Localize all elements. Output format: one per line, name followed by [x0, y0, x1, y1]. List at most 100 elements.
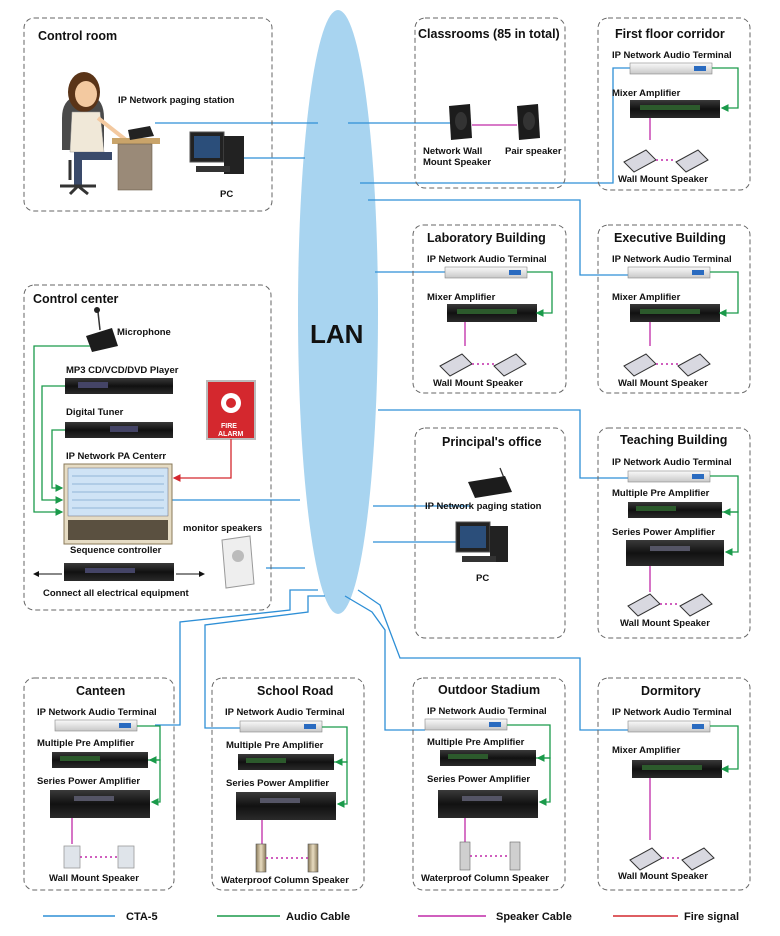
laboratory-terminal-icon: [444, 266, 528, 279]
control-room-title: Control room: [38, 29, 117, 43]
zone-outdoor: [412, 677, 566, 891]
legend: CTA-5 Audio Cable Speaker Cable Fire sig…: [43, 911, 739, 923]
executive-mixer-icon: [630, 304, 720, 322]
executive-terminal-label: IP Network Audio Terminal: [612, 254, 732, 265]
canteen-poweramp-icon: [50, 790, 150, 818]
laboratory-title: Laboratory Building: [427, 231, 546, 245]
classrooms-title: Classrooms (85 in total): [418, 27, 560, 41]
school-road-preamp-label: Multiple Pre Amplifier: [226, 740, 324, 751]
legend-label-audio: Audio Cable: [286, 911, 350, 923]
operator-illustration: [60, 72, 160, 196]
teaching-preamp-icon: [628, 502, 722, 518]
first-floor-speaker-icon: [623, 149, 709, 173]
canteen-speaker-label: Wall Mount Speaker: [49, 873, 139, 884]
control-center-audio-cables: [33, 345, 90, 516]
dormitory-terminal-label: IP Network Audio Terminal: [612, 707, 732, 718]
legend-label-cta5: CTA-5: [126, 911, 158, 923]
outdoor-terminal-icon: [424, 718, 508, 731]
fire-alarm-line2: ALARM: [218, 431, 243, 438]
outdoor-speaker-label: Waterproof Column Speaker: [421, 873, 549, 884]
canteen-title: Canteen: [76, 684, 125, 698]
laboratory-mixer-label: Mixer Amplifier: [427, 292, 496, 303]
microphone-label: Microphone: [117, 327, 171, 338]
control-room-pc-label: PC: [220, 189, 233, 200]
executive-speaker-label: Wall Mount Speaker: [618, 378, 708, 389]
canteen-speaker-icon: [63, 845, 135, 869]
laboratory-speaker-label: Wall Mount Speaker: [433, 378, 523, 389]
principal-paging-label: IP Network paging station: [425, 501, 542, 512]
first-floor-terminal-label: IP Network Audio Terminal: [612, 50, 732, 61]
dormitory-speaker-label: Wall Mount Speaker: [618, 871, 708, 882]
first-floor-speaker-label: Wall Mount Speaker: [618, 174, 708, 185]
outdoor-title: Outdoor Stadium: [438, 683, 540, 697]
canteen-preamp-label: Multiple Pre Amplifier: [37, 738, 135, 749]
first-floor-terminal-icon: [629, 62, 713, 75]
executive-mixer-label: Mixer Amplifier: [612, 292, 681, 303]
player-icon: [65, 378, 173, 394]
sequence-label: Sequence controller: [70, 545, 162, 556]
outdoor-column-speaker-icon: [459, 841, 521, 871]
teaching-terminal-label: IP Network Audio Terminal: [612, 457, 732, 468]
teaching-terminal-icon: [627, 470, 711, 483]
legend-label-speaker: Speaker Cable: [496, 911, 572, 923]
canteen-terminal-icon: [54, 719, 138, 732]
classroom-speaker-a-line2: Mount Speaker: [423, 157, 491, 168]
school-road-terminal-label: IP Network Audio Terminal: [225, 707, 345, 718]
control-room-pc-icon: [189, 131, 244, 174]
outdoor-preamp-icon: [440, 750, 536, 766]
school-road-column-speaker-icon: [255, 843, 319, 873]
zone-classrooms: [414, 17, 566, 189]
canteen-poweramp-label: Series Power Amplifier: [37, 776, 140, 787]
zone-teaching: [597, 427, 751, 639]
zone-school-road: [211, 677, 365, 891]
zone-control-center: [23, 284, 272, 611]
legend-label-fire: Fire signal: [684, 911, 739, 923]
canteen-terminal-label: IP Network Audio Terminal: [37, 707, 157, 718]
principal-pc-label: PC: [476, 573, 489, 584]
teaching-speaker-label: Wall Mount Speaker: [620, 618, 710, 629]
zone-principal: [414, 427, 566, 639]
pa-center-label: IP Network PA Centerr: [66, 451, 166, 462]
monitor-speaker-icon: [221, 535, 255, 589]
dormitory-title: Dormitory: [641, 684, 701, 698]
classroom-speaker-a-line1: Network Wall: [423, 146, 482, 157]
outdoor-terminal-label: IP Network Audio Terminal: [427, 706, 547, 717]
principal-title: Principal's office: [442, 435, 542, 449]
teaching-speaker-icon: [627, 593, 713, 617]
fire-alarm-icon: [206, 380, 256, 440]
lan-backbone: [298, 10, 378, 614]
dormitory-terminal-icon: [627, 720, 711, 733]
school-road-title: School Road: [257, 684, 333, 698]
control-room-paging-label: IP Network paging station: [118, 95, 235, 106]
executive-terminal-icon: [627, 266, 711, 279]
principal-paging-icon: [468, 467, 512, 498]
canteen-preamp-icon: [52, 752, 148, 768]
teaching-title: Teaching Building: [620, 433, 727, 447]
outdoor-poweramp-icon: [438, 790, 538, 818]
pair-speaker-icon: [517, 104, 540, 140]
zone-first-floor: [597, 17, 751, 191]
school-road-poweramp-icon: [236, 792, 336, 820]
teaching-poweramp-icon: [626, 540, 724, 566]
laboratory-speaker-icon: [439, 353, 527, 377]
school-road-speaker-label: Waterproof Column Speaker: [221, 875, 349, 886]
zone-executive: [597, 224, 751, 394]
school-road-preamp-icon: [238, 754, 334, 770]
outdoor-poweramp-label: Series Power Amplifier: [427, 774, 530, 785]
executive-speaker-icon: [623, 353, 711, 377]
laboratory-mixer-icon: [447, 304, 537, 322]
zone-control-room: [23, 17, 273, 212]
principal-pc-icon: [455, 521, 508, 562]
laboratory-terminal-label: IP Network Audio Terminal: [427, 254, 547, 265]
school-road-terminal-icon: [239, 720, 323, 733]
cta5-cables: [155, 67, 630, 731]
dormitory-mixer-label: Mixer Amplifier: [612, 745, 681, 756]
control-center-title: Control center: [33, 292, 119, 306]
dormitory-mixer-icon: [632, 760, 722, 778]
lan-label: LAN: [310, 319, 363, 349]
monitor-label: monitor speakers: [183, 523, 262, 534]
zone-dormitory: [597, 677, 751, 891]
teaching-poweramp-label: Series Power Amplifier: [612, 527, 715, 538]
zone-laboratory: [412, 224, 567, 394]
